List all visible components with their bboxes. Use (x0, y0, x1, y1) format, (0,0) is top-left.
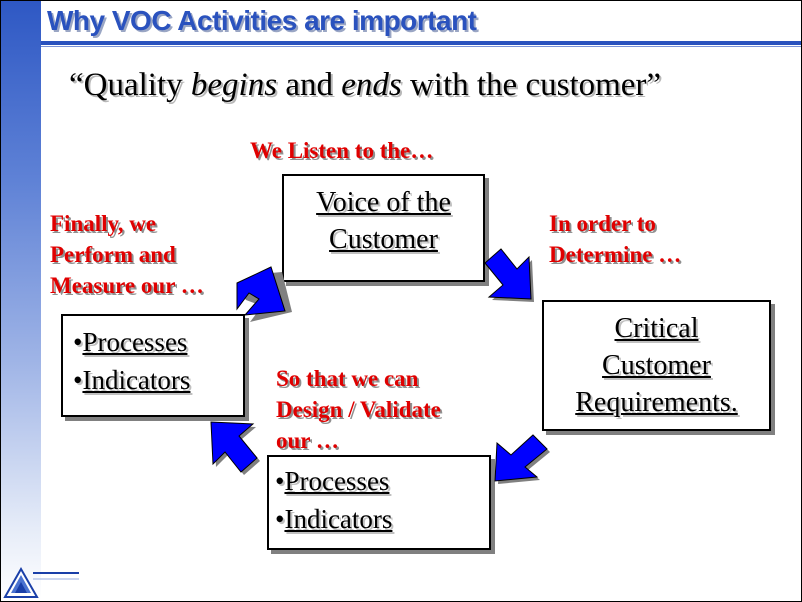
quote-begins: begins (190, 67, 278, 103)
left-box-item-2: •Indicators (73, 365, 191, 395)
critical-box-line-1: Critical (614, 313, 699, 344)
voice-box-line-2: Customer (329, 224, 438, 255)
cycle-arrow-icon-top-right (484, 248, 534, 302)
label-design: So that we can Design / Validate our … (276, 363, 441, 456)
left-box-item-1: •Processes (73, 327, 188, 357)
voice-box-line-1: Voice of the (316, 187, 451, 218)
quote-close: with the customer” (401, 67, 662, 103)
title-bar: Why VOC Activities are important (1, 1, 801, 47)
label-design-line-1: So that we can (276, 366, 419, 391)
processes-indicators-box-left: •Processes •Indicators (61, 314, 245, 417)
title-divider (41, 41, 801, 45)
bottom-box-item-1: •Processes (275, 466, 390, 496)
label-finally: Finally, we Perform and Measure our … (50, 208, 204, 301)
label-design-line-2: Design / Validate (276, 397, 441, 422)
quote-open: “Quality (69, 67, 191, 103)
processes-indicators-box-bottom: •Processes •Indicators (267, 455, 491, 550)
quote-mid: and (277, 67, 342, 103)
voice-of-customer-box: Voice of the Customer (282, 174, 485, 282)
company-logo-icon (3, 566, 79, 598)
cycle-arrow-icon-bottom-left (210, 421, 260, 475)
cycle-arrow-icon-bottom-right (494, 434, 550, 484)
label-finally-line-2: Perform and (50, 242, 176, 267)
quote: “Quality begins and ends with the custom… (69, 67, 661, 104)
bottom-box-item-2: •Indicators (275, 504, 393, 534)
critical-box-line-2: Customer (602, 350, 711, 381)
sidebar-gradient (1, 1, 41, 601)
critical-requirements-box: Critical Customer Requirements. (542, 300, 771, 431)
label-finally-line-1: Finally, we (50, 211, 157, 236)
critical-box-line-3: Requirements. (575, 387, 738, 418)
label-listen: We Listen to the… (250, 138, 434, 163)
title-divider-thin (41, 46, 801, 47)
label-finally-line-3: Measure our … (50, 273, 204, 298)
label-determine: In order to Determine … (549, 208, 681, 270)
label-design-line-3: our … (276, 428, 339, 453)
quote-ends: ends (341, 67, 402, 103)
page-title: Why VOC Activities are important (47, 5, 477, 36)
label-determine-line-2: Determine … (549, 242, 682, 267)
cycle-arrow-icon-top-left (236, 266, 292, 322)
label-determine-line-1: In order to (549, 211, 656, 236)
